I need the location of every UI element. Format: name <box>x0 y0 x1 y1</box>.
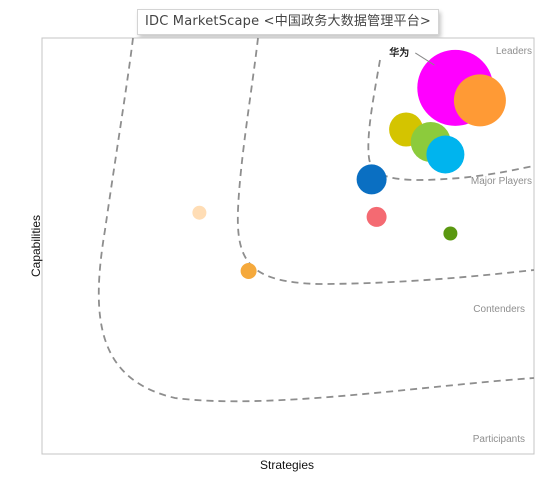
zone-label-major-players: Major Players <box>471 176 532 187</box>
data-points: 华为 <box>192 46 506 279</box>
vendor-bubble-10 <box>240 263 257 279</box>
zone-boundary-participants <box>97 37 535 403</box>
zone-label-participants: Participants <box>473 434 525 445</box>
zone-label-leaders: Leaders <box>496 46 532 57</box>
vendor-bubble-7 <box>366 206 387 227</box>
chart-title: IDC MarketScape <中国政务大数据管理平台> <box>137 9 439 35</box>
vendor-label-leader-1 <box>415 52 435 66</box>
vendor-bubble-6 <box>356 164 387 195</box>
x-axis-label: Strategies <box>259 458 315 472</box>
vendor-label-1: 华为 <box>389 46 409 59</box>
zone-boundary-major-players <box>367 59 535 181</box>
vendor-bubble-2 <box>453 74 506 127</box>
zone-boundary-contenders <box>236 37 535 285</box>
y-axis-label: Capabilities <box>29 214 43 278</box>
vendor-bubble-5 <box>426 135 465 174</box>
vendor-bubble-9 <box>192 205 207 220</box>
zone-label-contenders: Contenders <box>473 304 525 315</box>
vendor-bubble-8 <box>443 226 458 241</box>
